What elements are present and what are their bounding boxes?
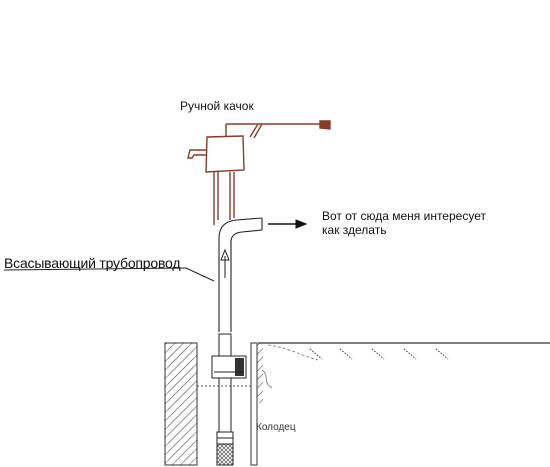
ground [258,342,550,389]
well-pipe [197,333,251,466]
suction-pipe-label: Всасывающий трубопровод [4,255,181,271]
note-label-line1: Вот от сюда меня интересует [322,209,486,223]
well-label: Колодец [256,422,296,433]
pump-label: Ручной качок [180,99,254,113]
pointer-arrow [268,219,308,229]
note-label: Вот от сюда меня интересует как зделать [322,209,486,238]
well-wall-right [250,342,263,466]
well-wall-left [164,342,198,466]
suction-pipe [218,217,263,332]
pipe-leader-line [185,267,215,282]
label-underline [3,267,187,271]
hand-pump [187,120,331,225]
note-label-line2: как зделать [322,222,387,237]
